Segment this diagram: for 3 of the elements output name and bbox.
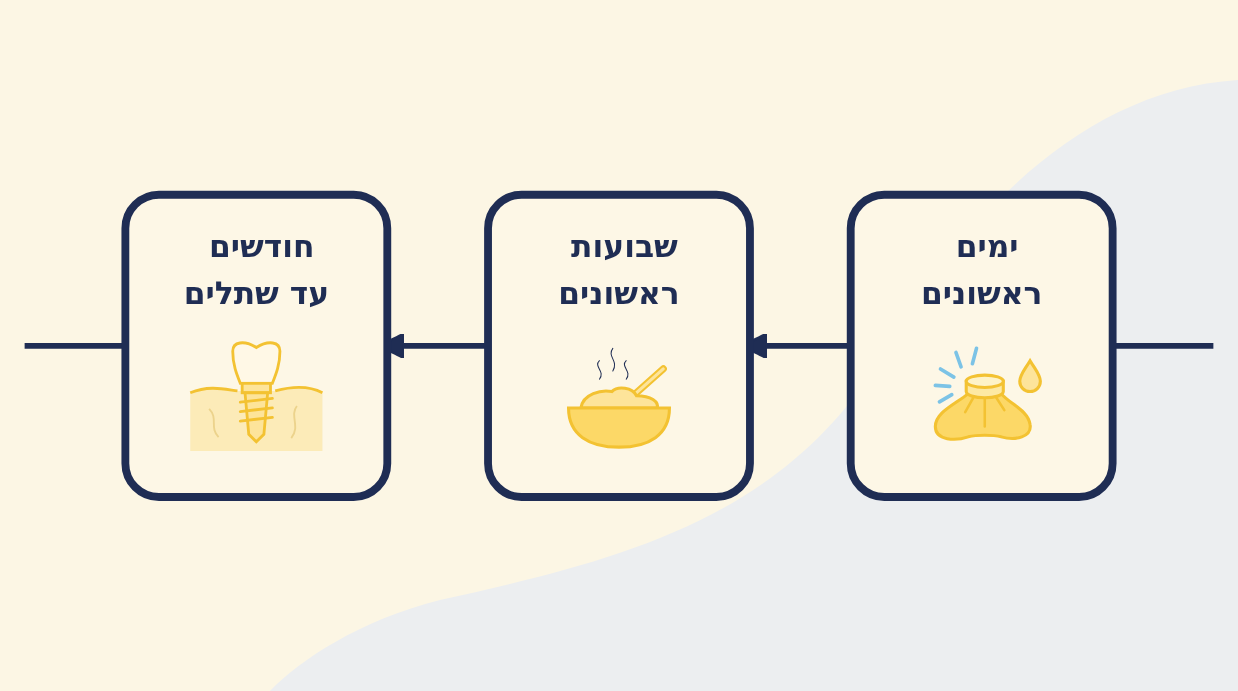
node-box: ימים ראשונים bbox=[846, 190, 1117, 501]
node-box: חודשים עד שתלים bbox=[121, 190, 392, 501]
node-box: שבועות ראשונים bbox=[484, 190, 754, 501]
